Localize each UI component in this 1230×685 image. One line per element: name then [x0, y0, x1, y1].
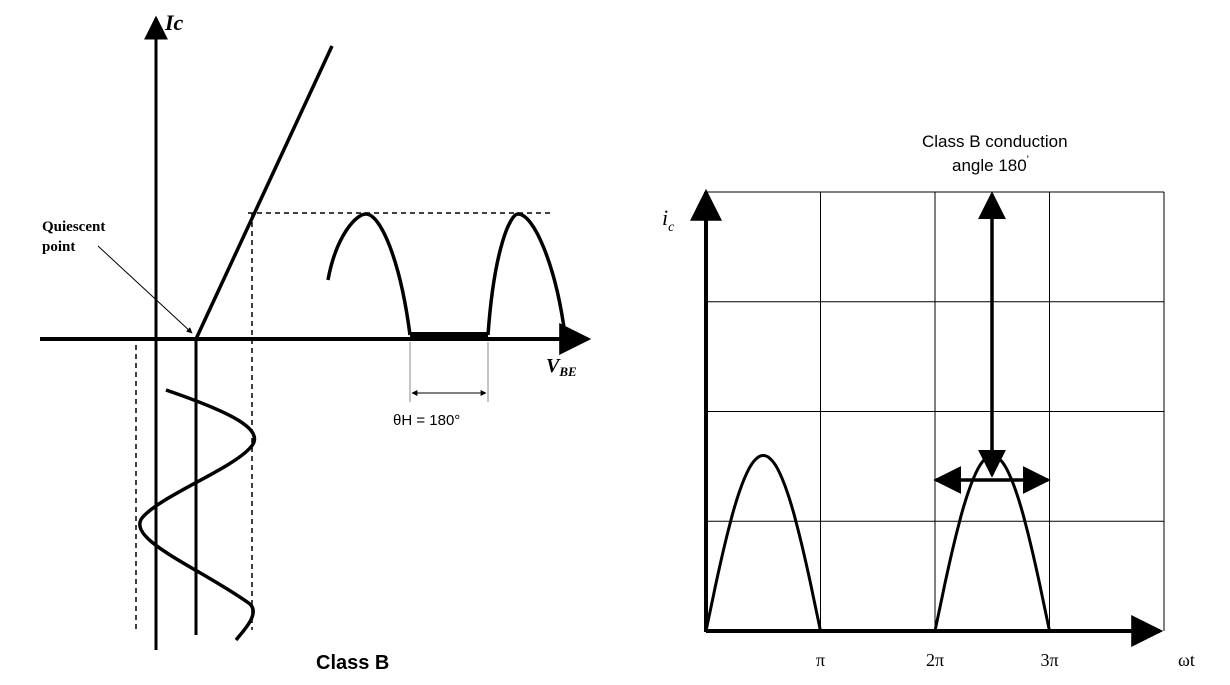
- ic-pulse: [704, 453, 822, 632]
- output-pulse-2: [486, 212, 567, 336]
- ic-label-main: i: [662, 205, 668, 230]
- ic-label-sub: c: [668, 220, 675, 235]
- right-waveform-chart: Class B conduction angle 180' ic ωt π 2π 3…: [662, 132, 1195, 670]
- transfer-characteristic-line: [194, 45, 334, 340]
- input-sine-wave: [138, 388, 257, 642]
- ic-label-right: ic: [662, 205, 675, 235]
- left-transfer-diagram: Ic VBE Quiescent point θH = 180° Class B: [40, 10, 592, 674]
- grid: [706, 191, 1165, 631]
- quiescent-pointer: [97, 245, 193, 334]
- right-title-line2: angle 180': [952, 154, 1029, 175]
- right-title-angle: angle 180: [952, 156, 1027, 175]
- ic-axis-label: Ic: [164, 10, 184, 35]
- vbe-main: V: [546, 355, 561, 377]
- right-title-mark: ': [1027, 154, 1029, 166]
- right-title-line1: Class B conduction: [922, 132, 1068, 151]
- output-pulse-1: [326, 212, 412, 336]
- x-tick-label: 3π: [1040, 650, 1058, 670]
- x-tick-label: π: [816, 650, 825, 670]
- left-caption: Class B: [316, 652, 389, 674]
- vbe-sub: BE: [558, 364, 577, 379]
- omega-t-label: ωt: [1178, 650, 1195, 670]
- vbe-axis-label: VBE: [546, 355, 577, 379]
- x-tick-label: 2π: [926, 650, 944, 670]
- quiescent-label-2: point: [42, 239, 75, 255]
- quiescent-label-1: Quiescent: [42, 219, 105, 235]
- angle-label: θH = 180°: [393, 412, 460, 429]
- x-tick-labels: π 2π 3π: [816, 650, 1059, 670]
